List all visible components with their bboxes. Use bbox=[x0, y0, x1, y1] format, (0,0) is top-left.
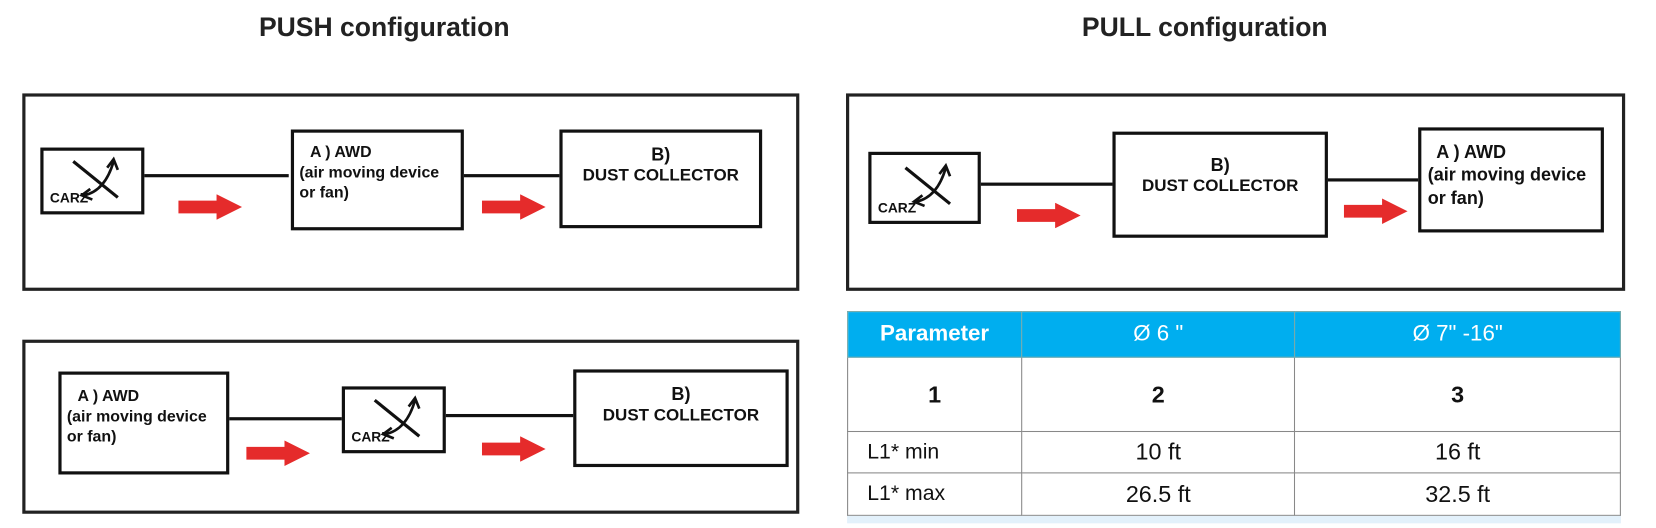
push-diagram-1: CARZ A ) AWD (air moving device or fan) … bbox=[22, 93, 800, 291]
flow-arrow-icon bbox=[1017, 203, 1081, 228]
awd-heading: A ) AWD bbox=[77, 387, 140, 406]
flow-arrow-icon bbox=[482, 436, 546, 461]
dust-collector-box: B) DUST COLLECTOR bbox=[559, 129, 763, 229]
parameter-table-wrap: Parameter Ø 6 " Ø 7" -16" 1 2 3 L1* min … bbox=[847, 311, 1621, 524]
table-cell: 10 ft bbox=[1021, 430, 1296, 474]
carz-damper-box: CARZ bbox=[868, 151, 981, 224]
duct-line bbox=[140, 174, 289, 178]
table-header: Ø 6 " bbox=[1021, 311, 1296, 358]
table-cell: 1 bbox=[847, 356, 1023, 433]
awd-box: A ) AWD (air moving device or fan) bbox=[58, 371, 230, 475]
duct-line bbox=[442, 413, 576, 418]
dust-collector-label: DUST COLLECTOR bbox=[602, 406, 760, 425]
dust-collector-label: DUST COLLECTOR bbox=[582, 166, 739, 185]
table-row: 1 2 3 bbox=[847, 356, 1621, 433]
duct-line bbox=[460, 174, 560, 178]
awd-box: A ) AWD (air moving device or fan) bbox=[290, 129, 464, 231]
awd-description-1: (air moving device bbox=[66, 407, 207, 426]
parameter-table: Parameter Ø 6 " Ø 7" -16" 1 2 3 L1* min … bbox=[847, 311, 1621, 516]
dust-collector-heading: B) bbox=[671, 384, 691, 405]
table-header: Ø 7" -16" bbox=[1294, 311, 1621, 358]
table-cell: L1* min bbox=[847, 430, 1023, 474]
awd-heading: A ) AWD bbox=[309, 143, 372, 162]
table-row: L1* min 10 ft 16 ft bbox=[847, 430, 1621, 474]
duct-line bbox=[225, 417, 348, 421]
carz-label: CARZ bbox=[49, 189, 89, 206]
duct-line bbox=[1324, 178, 1421, 182]
awd-description-2: or fan) bbox=[1427, 187, 1484, 208]
table-header-row: Parameter Ø 6 " Ø 7" -16" bbox=[847, 311, 1621, 358]
table-row: L1* max 26.5 ft 32.5 ft bbox=[847, 472, 1621, 516]
flow-arrow-icon bbox=[1344, 199, 1408, 224]
push-diagram-2: A ) AWD (air moving device or fan) CARZ … bbox=[22, 339, 800, 514]
duct-line bbox=[976, 182, 1115, 186]
carz-damper-box: CARZ bbox=[341, 386, 446, 454]
pull-diagram: CARZ B) DUST COLLECTOR A ) AWD (air movi… bbox=[846, 93, 1626, 291]
carz-label: CARZ bbox=[877, 199, 917, 216]
carz-damper-box: CARZ bbox=[40, 147, 145, 215]
awd-box: A ) AWD (air moving device or fan) bbox=[1418, 127, 1604, 233]
pull-title: PULL configuration bbox=[1081, 12, 1328, 43]
flow-arrow-icon bbox=[482, 194, 546, 219]
push-title: PUSH configuration bbox=[258, 12, 510, 43]
flow-arrow-icon bbox=[246, 441, 310, 466]
dust-collector-heading: B) bbox=[1210, 154, 1230, 176]
table-cell: 3 bbox=[1294, 356, 1621, 433]
table-footer-strip bbox=[847, 515, 1621, 524]
awd-description-1: (air moving device bbox=[1427, 164, 1587, 185]
dust-collector-label: DUST COLLECTOR bbox=[1142, 177, 1299, 196]
table-header: Parameter bbox=[847, 311, 1023, 358]
table-cell: 16 ft bbox=[1294, 430, 1621, 474]
table-cell: 26.5 ft bbox=[1021, 472, 1296, 516]
awd-description-1: (air moving device bbox=[299, 163, 440, 182]
dust-collector-box: B) DUST COLLECTOR bbox=[1112, 131, 1328, 238]
awd-description-2: or fan) bbox=[66, 427, 117, 446]
carz-label: CARZ bbox=[351, 428, 390, 445]
awd-heading: A ) AWD bbox=[1436, 142, 1507, 163]
flow-arrow-icon bbox=[178, 194, 242, 219]
dust-collector-box: B) DUST COLLECTOR bbox=[573, 369, 789, 468]
dust-collector-heading: B) bbox=[651, 144, 671, 165]
table-cell: 32.5 ft bbox=[1294, 472, 1621, 516]
table-cell: 2 bbox=[1021, 356, 1296, 433]
awd-description-2: or fan) bbox=[299, 183, 349, 202]
table-cell: L1* max bbox=[847, 472, 1023, 516]
